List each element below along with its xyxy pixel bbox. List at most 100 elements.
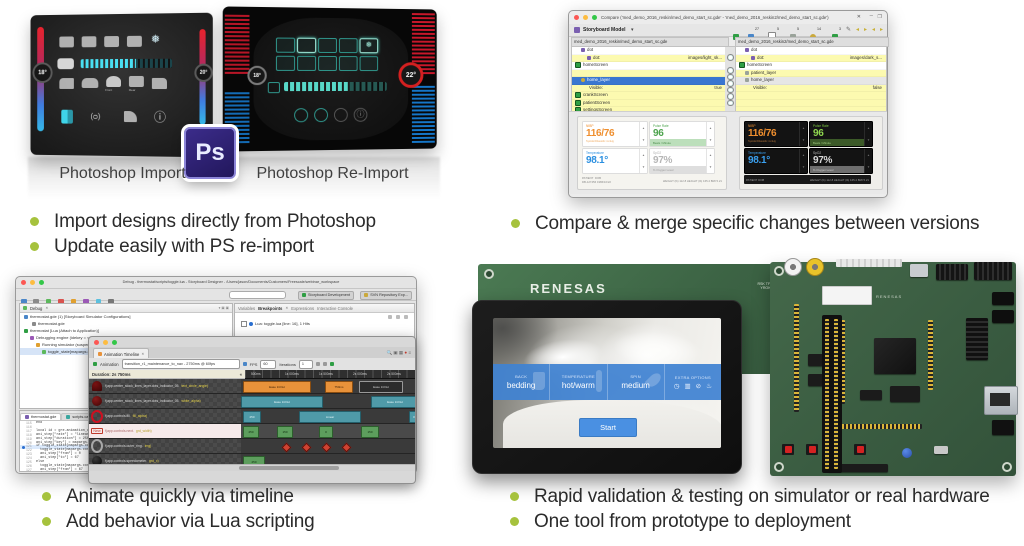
timeline-view-icons[interactable]: 🔍 ▣ ▦ ● ≡ bbox=[386, 350, 411, 355]
timeline-bar[interactable]: Ease In/Out bbox=[359, 380, 403, 393]
view-menu-icon[interactable]: ▾ ▣ ▣ bbox=[218, 306, 229, 310]
breakpoint-row[interactable]: Lua: toggle.lua [line: 16], 1 Hits bbox=[235, 320, 414, 327]
step-icon[interactable] bbox=[83, 298, 89, 304]
fps-input[interactable]: 60 bbox=[260, 359, 277, 369]
minimize-traffic-light[interactable] bbox=[103, 339, 108, 345]
timeline-bar[interactable]: Ease In/Out bbox=[241, 395, 323, 408]
tree-row[interactable]: Visible:false bbox=[736, 84, 886, 92]
options-grid-icon[interactable]: ▥ bbox=[684, 382, 691, 390]
mode-tile-4[interactable] bbox=[338, 38, 358, 54]
tree-row[interactable]: dot bbox=[572, 47, 726, 55]
defrost-rear-icon[interactable] bbox=[128, 75, 144, 88]
keyframe-diamond[interactable] bbox=[281, 442, 292, 453]
keyframe-diamond[interactable] bbox=[301, 442, 312, 453]
ide-titlebar[interactable]: Debug - thermostat/scripts/toggle.lua - … bbox=[16, 277, 416, 289]
bottom-icon-wiper[interactable] bbox=[333, 107, 348, 122]
parking-sensor-icon[interactable]: (ᴑ) bbox=[90, 111, 101, 121]
stop-icon[interactable] bbox=[70, 298, 77, 304]
compare-tab-close-icon[interactable]: ✕ bbox=[856, 14, 861, 20]
easy-iron-icon[interactable]: ♨ bbox=[706, 382, 712, 390]
bottom-icon-sensor[interactable] bbox=[314, 108, 329, 123]
timeline-row[interactable]: f(app.center_stock_lines_layer.dots_indi… bbox=[89, 394, 415, 409]
keyframe-diamond[interactable] bbox=[321, 442, 332, 453]
merge-button[interactable] bbox=[727, 73, 734, 80]
timeline-bar[interactable]: 250 bbox=[243, 410, 261, 423]
timeline-bar[interactable]: Linear bbox=[299, 410, 361, 423]
vent-face-icon[interactable] bbox=[59, 36, 74, 48]
tree-row[interactable]: dot bbox=[736, 47, 886, 55]
vent-feet-icon[interactable] bbox=[104, 36, 120, 48]
window-maximize-icon[interactable]: ❐ bbox=[877, 14, 882, 20]
merge-button[interactable] bbox=[727, 99, 734, 106]
tree-row[interactable]: dot:images/dark_s... bbox=[736, 54, 886, 62]
tree-row[interactable]: homeScreen bbox=[736, 62, 886, 70]
snap-icon[interactable] bbox=[322, 362, 327, 366]
nibp-stepper[interactable]: ▲▼ bbox=[639, 122, 647, 146]
timeline-bar[interactable]: 150 bbox=[361, 425, 379, 438]
merge-button[interactable] bbox=[727, 54, 734, 61]
copy-left-icon[interactable]: ◂ bbox=[871, 27, 875, 33]
prev-diff-icon[interactable]: ◂ bbox=[855, 27, 859, 33]
merge-button[interactable] bbox=[727, 67, 734, 74]
debug-tree-row[interactable]: Debugging engine (idekey = <undefined>, … bbox=[20, 334, 232, 341]
debug-icon[interactable] bbox=[45, 298, 52, 304]
tree-row[interactable]: patient_layer bbox=[736, 69, 886, 77]
close-traffic-light[interactable] bbox=[21, 280, 26, 285]
tree-row[interactable] bbox=[572, 69, 726, 77]
close-traffic-light[interactable] bbox=[94, 339, 99, 345]
debug-tab-close-icon[interactable]: ✕ bbox=[45, 306, 49, 310]
zoom-traffic-light[interactable] bbox=[112, 339, 117, 345]
terminate-icon[interactable] bbox=[108, 298, 114, 304]
vent-face-feet-icon[interactable] bbox=[81, 36, 97, 48]
fan-icon[interactable] bbox=[267, 82, 280, 94]
mode-tile-8[interactable] bbox=[318, 55, 337, 72]
timeline-row[interactable]: f(app.center_stock_lines_layer.dots_indi… bbox=[89, 379, 415, 394]
tree-row[interactable]: patientScreen bbox=[572, 99, 726, 107]
mode-tile-5-snowflake[interactable]: ❅ bbox=[359, 38, 379, 54]
debug-tree-row[interactable]: thermostat.gde (1) [Storyboard Simulator… bbox=[20, 313, 232, 320]
timeline-bar[interactable]: Ease In/Out bbox=[371, 395, 415, 408]
close-traffic-light[interactable] bbox=[574, 15, 579, 20]
save-icon[interactable] bbox=[33, 298, 39, 304]
keyframe-diamond[interactable] bbox=[341, 442, 352, 453]
debug-tree-row[interactable]: Running simulator (suspended) bbox=[20, 341, 232, 348]
fan-auto-button[interactable] bbox=[57, 58, 74, 70]
temp-stepper[interactable]: ▲▼ bbox=[639, 149, 647, 173]
compare-titlebar[interactable]: Compare ('med_demo_2016_reskin/med_demo_… bbox=[569, 11, 887, 25]
tab-interactive-console[interactable]: Interactive Console bbox=[317, 305, 353, 311]
timeline-bar[interactable]: 0 bbox=[409, 410, 415, 423]
debug-tree-row[interactable]: thermostat [Lua (Attach to Application)] bbox=[20, 327, 232, 334]
bottom-icon-ac[interactable] bbox=[294, 108, 309, 123]
timeline-row[interactable]: f(app.controls.outer_ring.img) bbox=[89, 439, 415, 454]
removeall-breakpoint-icon[interactable] bbox=[396, 314, 400, 319]
breakpoint-gutter-dot[interactable] bbox=[22, 445, 25, 449]
window-minimize-icon[interactable]: – bbox=[869, 13, 873, 19]
tree-row[interactable]: dot:images/light_sk... bbox=[572, 54, 726, 62]
scroll-thumb[interactable] bbox=[239, 466, 339, 470]
seat-heat-right-icon[interactable] bbox=[151, 77, 167, 90]
tree-row[interactable]: homeScreen bbox=[572, 62, 726, 70]
timeline-row[interactable]: f(app.controls.fill.fill_alpha) 250 Line… bbox=[89, 409, 415, 424]
timeline-tab[interactable]: Animation Timeline ✕ bbox=[93, 348, 150, 359]
zoom-traffic-light[interactable] bbox=[39, 280, 44, 285]
dual-zone-icon[interactable] bbox=[61, 109, 73, 124]
timeline-bar[interactable]: 250 bbox=[243, 425, 259, 438]
iterations-input[interactable]: 1 bbox=[298, 359, 313, 369]
collapse-icon[interactable]: « bbox=[239, 371, 242, 377]
wiper-icon[interactable] bbox=[123, 111, 137, 123]
debug-tree-row[interactable]: thermostat.gde bbox=[20, 320, 232, 327]
tree-row-selected[interactable]: home_layer bbox=[572, 77, 726, 85]
mode-tile-6[interactable] bbox=[275, 55, 296, 71]
mode-tile-10[interactable] bbox=[359, 56, 379, 72]
run-icon[interactable] bbox=[58, 298, 64, 304]
zoom-traffic-light[interactable] bbox=[592, 15, 597, 20]
code-text[interactable]: end local id = gre.animation_create( ani… bbox=[36, 421, 102, 472]
spo2-stepper[interactable]: ▲▼ bbox=[706, 149, 714, 173]
merge-button[interactable] bbox=[727, 80, 734, 87]
bottom-icon-info[interactable]: ⓘ bbox=[353, 107, 368, 122]
mode-tile-2[interactable] bbox=[297, 37, 317, 53]
pulse-stepper[interactable]: ▲▼ bbox=[706, 122, 714, 146]
timeline-bar[interactable]: 0 bbox=[319, 425, 333, 438]
